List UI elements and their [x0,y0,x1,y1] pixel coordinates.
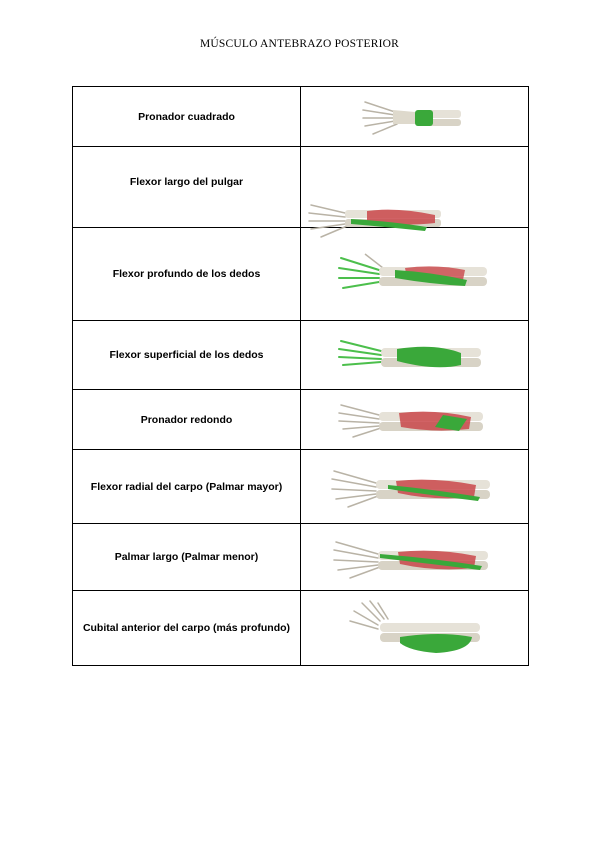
table-row: Flexor largo del pulgar [72,146,529,238]
muscle-name: Palmar largo (Palmar menor) [72,523,301,591]
muscle-name: Pronador redondo [72,389,301,450]
table-row: Pronador redondo [72,389,529,450]
muscle-name: Pronador cuadrado [72,86,301,147]
table-row: Palmar largo (Palmar menor) [72,523,529,591]
forearm-pronator-teres-image [300,389,529,450]
muscle-name: Flexor profundo de los dedos [72,227,301,321]
table-row: Flexor profundo de los dedos [72,227,529,321]
forearm-palmaris-longus-image [300,523,529,591]
forearm-flexor-carpi-radialis-image [300,449,529,524]
table-row: Cubital anterior del carpo (más profundo… [72,590,529,666]
muscle-name: Flexor radial del carpo (Palmar mayor) [72,449,301,524]
forearm-flexor-pollicis-longus-image [300,146,529,238]
table-row: Pronador cuadrado [72,86,529,147]
forearm-flexor-digitorum-profundus-image [300,227,529,321]
muscle-name: Flexor superficial de los dedos [72,320,301,390]
forearm-flexor-digitorum-superficialis-image [300,320,529,390]
muscle-name: Flexor largo del pulgar [72,146,301,228]
page-title: MÚSCULO ANTEBRAZO POSTERIOR [199,38,399,50]
table-row: Flexor superficial de los dedos [72,320,529,390]
muscle-name: Cubital anterior del carpo (más profundo… [72,590,301,666]
muscle-table: Pronador cuadrado Flexor largo del pulga… [72,86,529,666]
table-row: Flexor radial del carpo (Palmar mayor) [72,449,529,524]
forearm-pronator-quadratus-image [300,86,529,147]
forearm-flexor-carpi-ulnaris-image [300,590,529,666]
